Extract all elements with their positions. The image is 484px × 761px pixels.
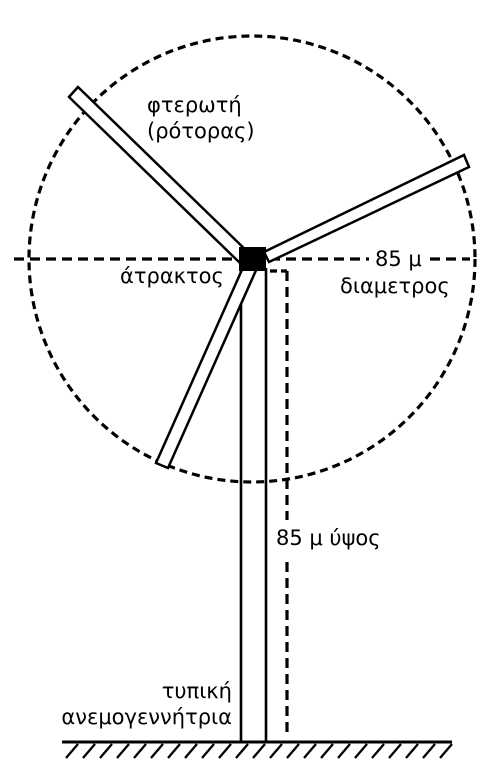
blade-upper-right	[262, 153, 471, 264]
height-line	[270, 269, 289, 735]
blade-label-line2: (ρότορας)	[147, 119, 255, 143]
caption-line1: τυπική	[161, 679, 232, 703]
hub-label: άτρακτος	[118, 263, 226, 289]
height-label: 85 μ ύψος	[276, 526, 381, 550]
nacelle-block	[239, 247, 266, 271]
diameter-value-label: 85 μ	[369, 246, 428, 272]
caption-line2: ανεμογεννήτρια	[61, 705, 232, 729]
blade-label-line1: φτερωτή	[147, 93, 242, 117]
rotor-sweep-circle	[27, 34, 477, 484]
tower	[239, 268, 268, 742]
ground	[62, 740, 453, 759]
diameter-word-label: διαμετρος	[340, 274, 450, 298]
